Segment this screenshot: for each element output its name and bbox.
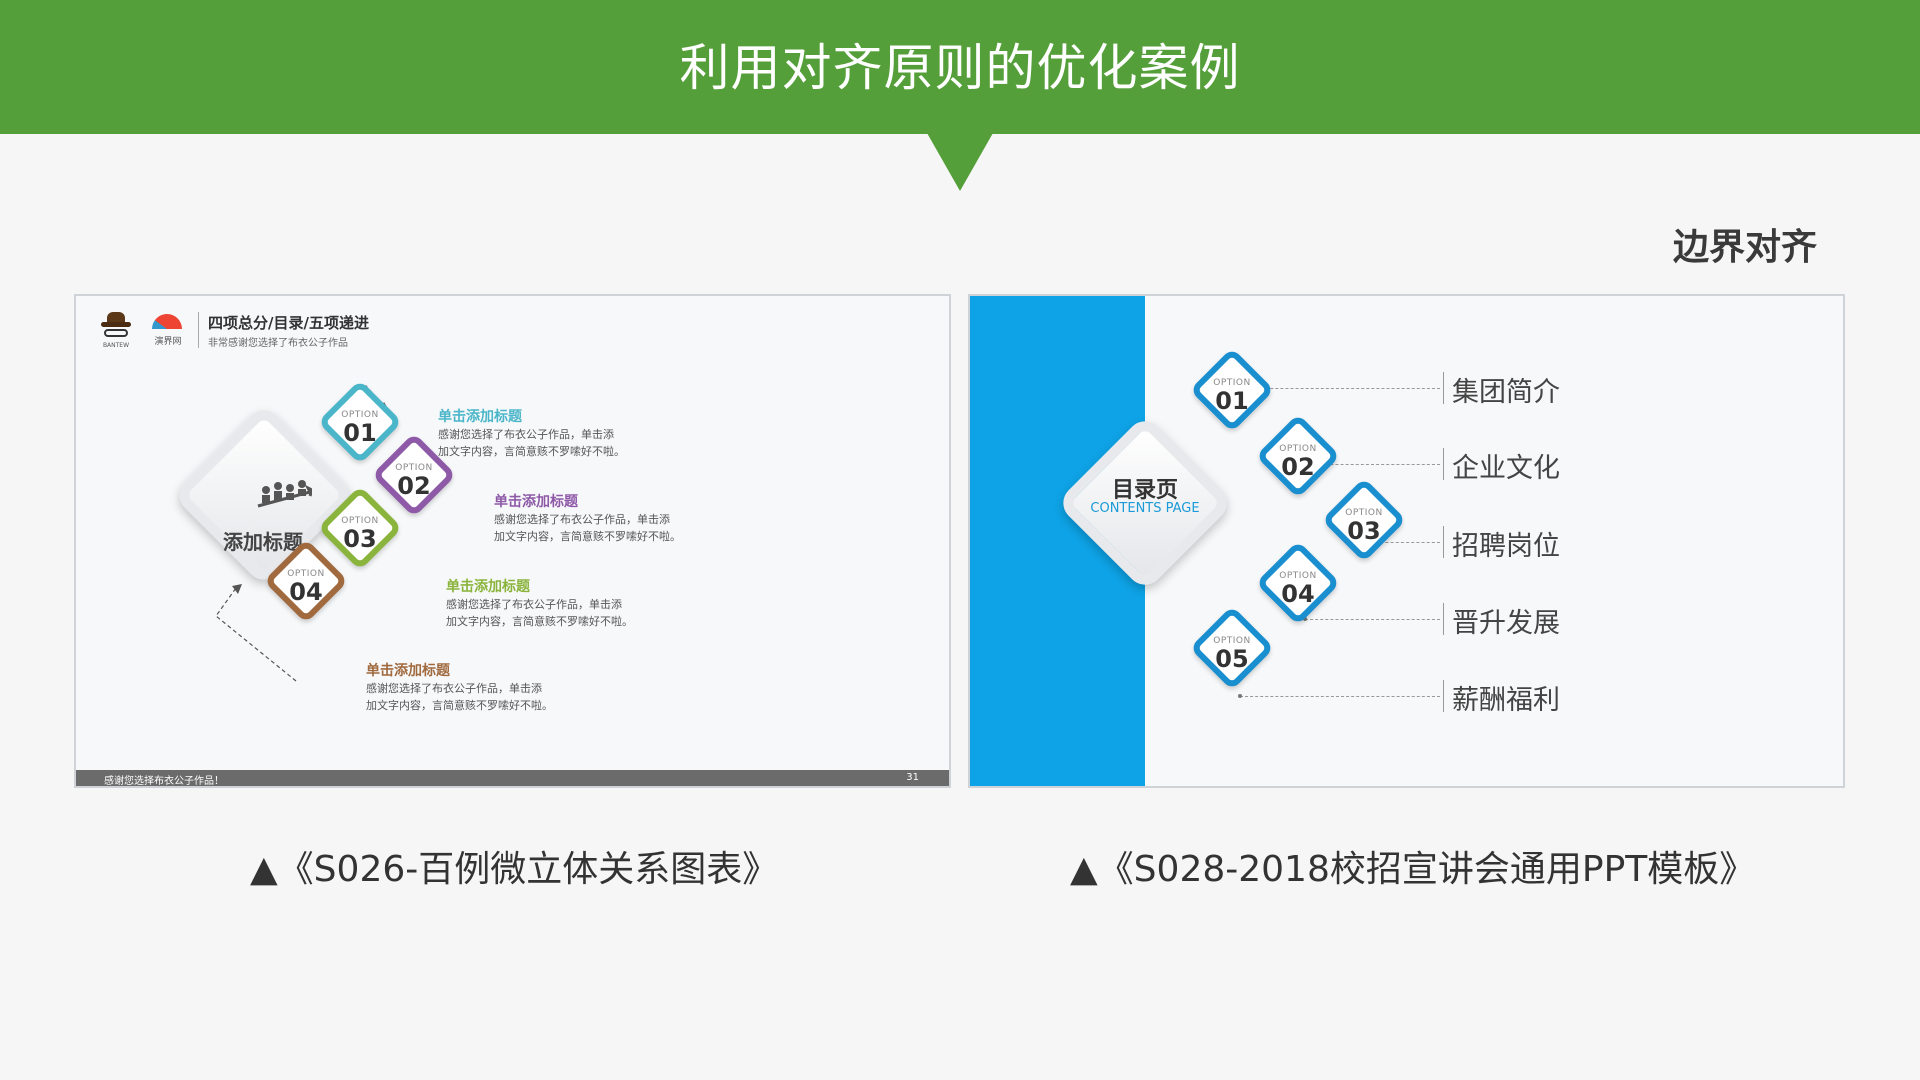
item-desc-04: 感谢您选择了布衣公子作品，单击添加文字内容，言简意赅不罗嗦好不啦。 [366,682,553,712]
leader-line-01 [1240,388,1440,389]
leader-dot [1238,694,1242,698]
item-desc-02: 感谢您选择了布衣公子作品，单击添加文字内容，言简意赅不罗嗦好不啦。 [494,513,681,543]
contents-title: 目录页 [1111,478,1178,503]
leader-dot [1303,617,1307,621]
leader-line-03 [1370,542,1440,543]
banner-pointer [927,133,993,191]
caption-left: ▲《S026-百例微立体关系图表》 [250,849,779,890]
slide-footer: 感谢您选择布衣公子作品！ 31 [76,770,949,787]
hat-logo-icon: BANTEW [98,312,132,352]
item-marker [1443,448,1444,480]
contents-subtitle: CONTENTS PAGE [1090,501,1200,516]
footer-text: 感谢您选择布衣公子作品！ [104,776,224,787]
item-title-04: 单击添加标题 [366,663,450,679]
center-label: 添加标题 [223,530,303,554]
item-marker [1443,526,1444,558]
page-number: 31 [906,772,919,783]
item-title-03: 单击添加标题 [446,579,530,595]
item-marker [1443,680,1444,712]
item-desc-03: 感谢您选择了布衣公子作品，单击添加文字内容，言简意赅不罗嗦好不啦。 [446,598,633,628]
item-title-02: 单击添加标题 [494,494,578,510]
example-slide-left: BANTEW 演界网 四项总分/目录/五项递进 非常感谢您选择了布衣公子作品 添… [74,294,951,788]
item-title-01: 单击添加标题 [438,409,522,425]
team-icon [257,480,312,508]
slide-subtitle: 非常感谢您选择了布衣公子作品 [208,338,348,349]
header-divider [198,312,199,348]
leader-line-05 [1240,696,1440,697]
item-marker [1443,372,1444,404]
leader-line-04 [1305,619,1440,620]
leader-line-02 [1305,464,1440,465]
contents-item-04: 晋升发展 [1452,608,1560,639]
contents-item-01: 集团简介 [1452,377,1560,408]
contents-item-02: 企业文化 [1452,453,1560,484]
contents-item-03: 招聘岗位 [1452,531,1560,562]
logo-text: BANTEW [102,342,130,349]
item-desc-01: 感谢您选择了布衣公子作品，单击添加文字内容，言简意赅不罗嗦好不啦。 [438,428,625,458]
logo2-text: 演界网 [154,337,182,347]
page-title: 利用对齐原则的优化案例 [679,39,1241,97]
header-banner: 利用对齐原则的优化案例 [0,0,1920,134]
contents-item-05: 薪酬福利 [1452,685,1560,716]
rainbow-logo-icon: 演界网 [148,312,188,352]
slide-title: 四项总分/目录/五项递进 [208,314,369,332]
caption-right: ▲《S028-2018校招宣讲会通用PPT模板》 [1070,849,1756,890]
section-label: 边界对齐 [1672,227,1817,268]
item-marker [1443,603,1444,635]
